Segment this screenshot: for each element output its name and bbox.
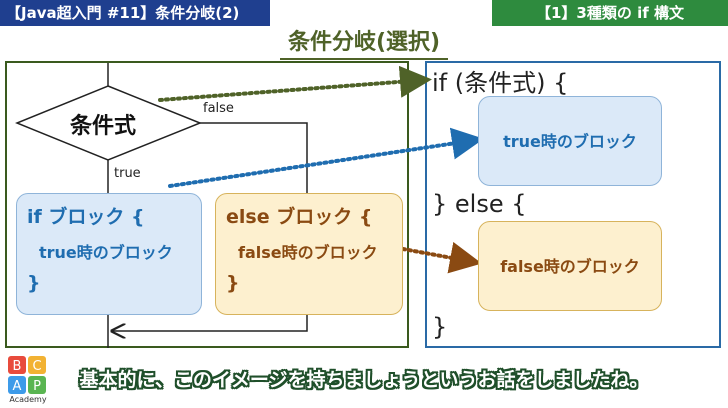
logo-letter-c: C (32, 359, 41, 374)
blue-dotted-arrow (168, 127, 484, 188)
code-if-line: if (条件式) { (432, 69, 569, 97)
if-block-body: true時のブロック (39, 243, 173, 262)
brown-dotted-arrow (401, 241, 482, 274)
flowchart-frame (5, 61, 409, 348)
else-block-header: else ブロック { (226, 206, 373, 228)
code-frame (425, 61, 721, 348)
logo-letter-p: P (33, 379, 41, 394)
if-block-header: if ブロック { (27, 206, 145, 228)
bcap-logo-icon: B C A P (8, 356, 46, 394)
page-title: 条件分岐(選択) (287, 30, 441, 55)
header-left-title: 【Java超入門 #11】条件分岐(2) (0, 0, 270, 26)
else-block-close: } (226, 272, 240, 294)
else-block: else ブロック { false時のブロック } (215, 193, 403, 315)
flow-line-false (200, 122, 308, 193)
code-true-block: true時のブロック (478, 96, 662, 186)
decision-label: 条件式 (70, 114, 137, 139)
code-close-brace: } (432, 313, 448, 341)
logo-letter-a: A (13, 379, 22, 394)
logo-academy-text: Academy (9, 395, 47, 404)
true-label: true (114, 166, 141, 181)
green-dotted-arrow (158, 65, 432, 102)
false-label: false (203, 101, 234, 116)
title-underline (280, 58, 448, 60)
code-else-line: } else { (432, 190, 527, 218)
logo-letter-b: B (13, 359, 22, 374)
header-right-title: 【1】3種類の if 構文 (492, 0, 728, 26)
caption-subtitle: 基本的に、このイメージを持ちましょうというお話をしましたね。 (79, 369, 649, 391)
code-false-block: false時のブロック (478, 221, 662, 311)
flow-line-merge (112, 315, 308, 331)
if-block: if ブロック { true時のブロック } (16, 193, 202, 315)
if-block-close: } (27, 272, 41, 294)
else-block-body: false時のブロック (238, 243, 378, 262)
